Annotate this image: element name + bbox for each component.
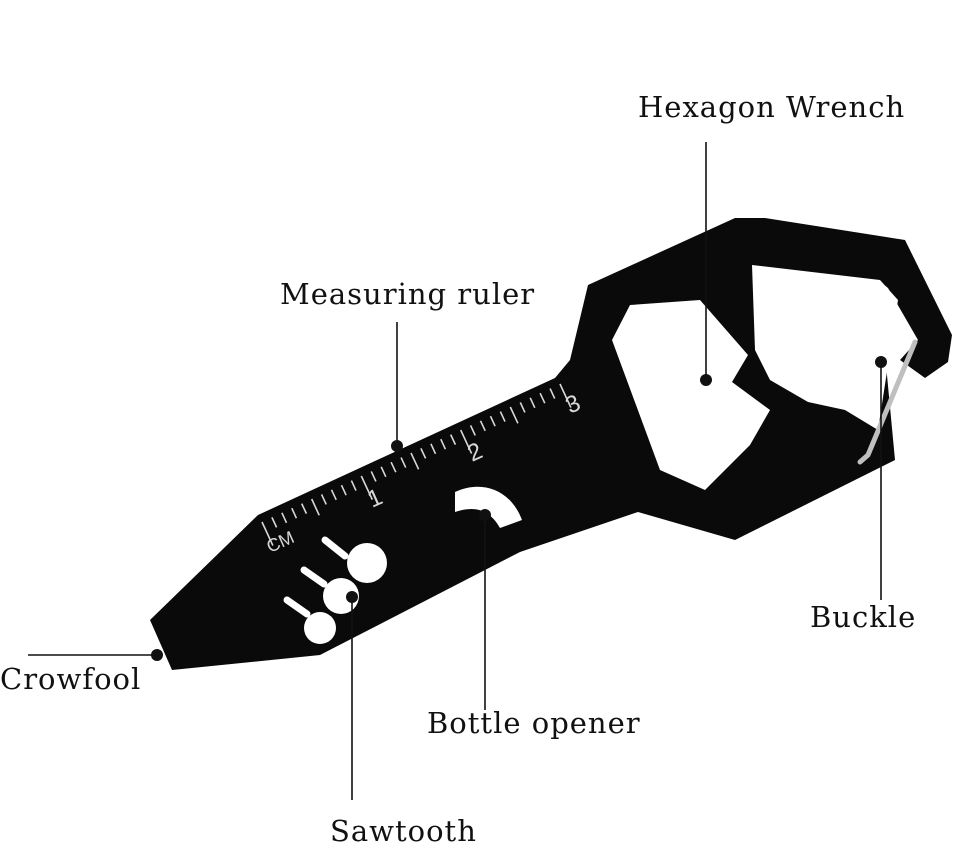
label-sawtooth: Sawtooth xyxy=(330,814,477,848)
bottle-opener-opening xyxy=(752,265,898,430)
ruler-tick xyxy=(529,397,536,409)
hexagon-wrench-opening xyxy=(612,300,770,490)
ruler-tick xyxy=(320,494,327,505)
ruler-tick xyxy=(420,448,427,459)
callout-dot-sawtooth xyxy=(346,591,358,603)
label-buckle: Buckle xyxy=(810,600,917,634)
ruler-tick xyxy=(261,521,274,546)
ruler-tick xyxy=(499,411,506,422)
bottle-opener-notch xyxy=(455,486,522,528)
ruler-tick xyxy=(291,507,298,519)
label-crowfool: Crowfool xyxy=(0,662,142,696)
ruler-tick xyxy=(300,503,308,514)
ruler-tick xyxy=(509,406,519,424)
callout-dots xyxy=(151,356,887,661)
ruler-tick xyxy=(539,392,546,404)
ruler-ticks xyxy=(261,383,572,546)
ruler-tick xyxy=(390,461,397,473)
slot-1 xyxy=(321,536,349,560)
ruler-tick xyxy=(519,402,526,413)
sawtooth-slots xyxy=(283,536,349,618)
ruler-tick xyxy=(360,475,374,500)
ruler-tick xyxy=(430,443,437,455)
ruler-tick xyxy=(489,415,496,427)
ruler-tick xyxy=(479,420,486,432)
ruler-tick xyxy=(449,434,457,445)
callout-dot-ruler xyxy=(391,440,403,452)
ruler-tick xyxy=(459,429,473,454)
ruler-tick xyxy=(410,452,420,470)
ruler-tick xyxy=(281,512,288,524)
ruler-tick xyxy=(330,489,337,501)
ruler-tick xyxy=(340,484,347,496)
ruler-tick xyxy=(370,471,377,482)
ruler-tick xyxy=(559,383,572,408)
ruler-tick xyxy=(549,388,556,399)
callout-dot-crowfool xyxy=(151,649,163,661)
sawtooth-notch-3 xyxy=(304,612,336,644)
slot-2 xyxy=(300,566,328,588)
slot-3 xyxy=(283,596,311,618)
ruler-tick xyxy=(400,457,407,468)
callout-lines xyxy=(28,142,882,800)
buckle-wire xyxy=(857,339,918,465)
sawtooth-notch-1 xyxy=(347,543,387,583)
callout-dot-buckle xyxy=(875,356,887,368)
callout-dot-hexagon xyxy=(700,374,712,386)
label-bottle-opener: Bottle opener xyxy=(427,706,641,740)
label-hexagon-wrench: Hexagon Wrench xyxy=(638,90,906,124)
ruler-tick xyxy=(440,438,447,450)
ruler-tick xyxy=(271,517,278,528)
ruler-tick xyxy=(350,480,357,491)
ruler-tick xyxy=(469,425,476,436)
ruler-tick xyxy=(310,498,320,516)
sawtooth-notch-2 xyxy=(323,578,359,614)
ruler-tick xyxy=(380,466,387,478)
label-measuring-ruler: Measuring ruler xyxy=(280,277,536,311)
callout-dot-bottle xyxy=(479,509,491,521)
